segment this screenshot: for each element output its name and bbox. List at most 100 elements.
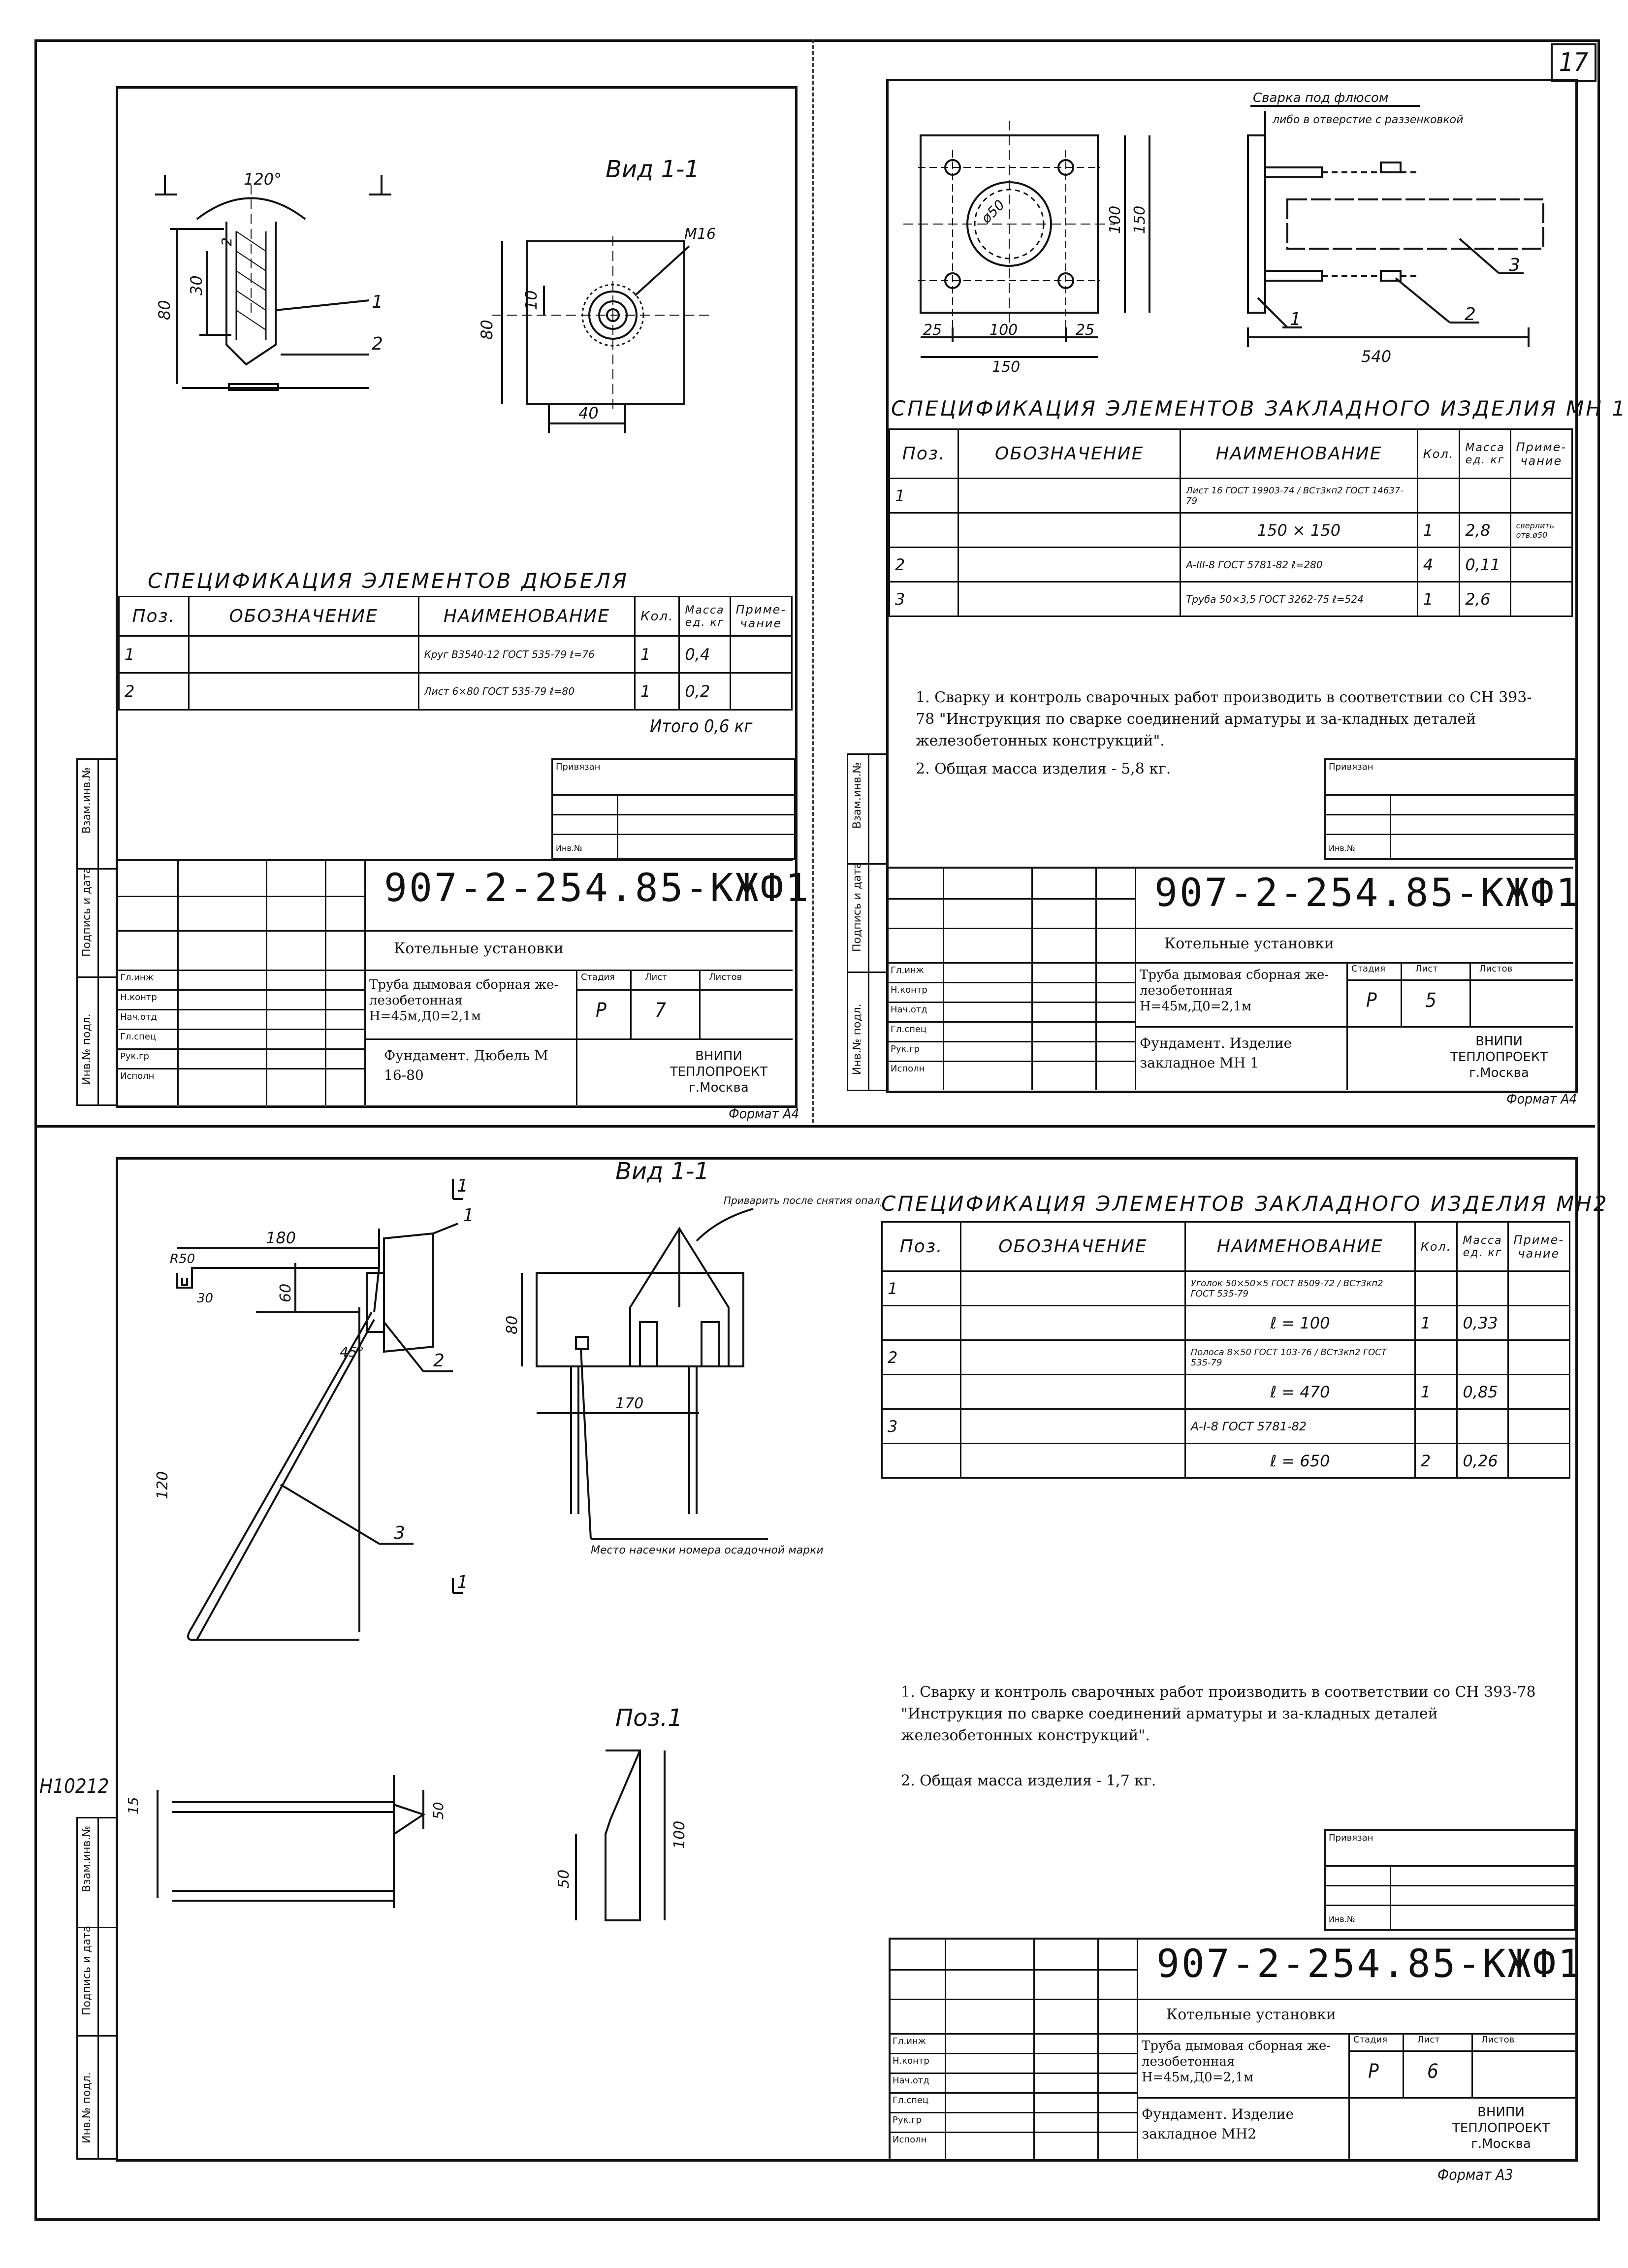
staff-role: Гл.спец	[891, 1024, 927, 1035]
project-name: Котельные установки	[394, 940, 564, 957]
cell-qty	[1414, 1339, 1458, 1375]
margin-label: Инв.№ подл.	[81, 2072, 93, 2143]
sheet-label: Лист	[645, 972, 668, 982]
cell-pos: 1	[118, 635, 190, 674]
cell-qty: 1	[1414, 1305, 1458, 1341]
margin-label: Инв.№ подл.	[81, 1013, 93, 1085]
sheet-b-drawing: Сварка под флюсом либо в отверстие с раз…	[903, 91, 1544, 376]
cell-mass: 2,8	[1459, 512, 1511, 548]
table-row: 1 Уголок 50×50×5 ГОСТ 8509-72 / ВСт3кп2 …	[881, 1270, 1571, 1306]
dim-label: 2	[433, 1351, 445, 1371]
dim-label: 45°	[340, 1344, 364, 1360]
inv-label: Инв.№	[1329, 843, 1355, 853]
dim-label: 40	[578, 404, 599, 422]
col-header: Кол.	[634, 596, 680, 637]
margin-label: Взам.инв.№	[81, 767, 93, 834]
sheet-b-margin: Взам.инв.№ Подпись и дата Инв.№ подл.	[847, 753, 888, 1091]
cell-name: Полоса 8×50 ГОСТ 103-76 / ВСт3кп2 ГОСТ 5…	[1184, 1339, 1416, 1375]
title-block: Гл.инж Н.контр Нач.отд Гл.спец Рук.гр Ис…	[889, 1938, 1581, 2159]
title-desc: Труба дымовая сборная же-лезобетонная Н=…	[369, 977, 559, 1024]
sheet-a-drawing: Вид 1-1 120° 80 30 2 1 2 М16 80 10 40	[155, 156, 716, 433]
title-desc: Фундамент. Изделие закладное МН 1	[1140, 1035, 1292, 1071]
weld-note: либо в отверстие с раззенковкой	[1272, 114, 1463, 126]
dim-label: 80	[155, 300, 174, 320]
staff-role: Н.контр	[120, 992, 157, 1003]
cell-mass	[1456, 1408, 1509, 1444]
margin-label: Подпись и дата	[851, 862, 863, 952]
dim-label: 1	[463, 1205, 474, 1226]
spec-title: СПЕЦИФИКАЦИЯ ЭЛЕМЕНТОВ ДЮБЕЛЯ	[148, 569, 629, 593]
cell-mass: 2,6	[1459, 581, 1511, 617]
binding-box: Привязан Инв.№	[551, 758, 796, 860]
title-desc: Фундамент. Изделие закладное МН2	[1142, 2106, 1294, 2142]
title-desc: Труба дымовая сборная же-лезобетонная Н=…	[1142, 2039, 1331, 2085]
cell-qty: 1	[1414, 1374, 1458, 1410]
stage-value: Р	[1366, 989, 1377, 1012]
cell-qty	[1414, 1408, 1458, 1444]
cell-pos	[881, 1443, 962, 1479]
page-frame	[34, 39, 1600, 2221]
table-row: 2 А-III-8 ГОСТ 5781-82 ℓ=280 4 0,11	[888, 547, 1573, 583]
dim-label: 170	[615, 1395, 643, 1412]
cell-qty: 1	[1416, 512, 1461, 548]
drawing-code: 907-2-254.85-КЖФ1	[1154, 871, 1581, 915]
dim-label: 2	[372, 334, 383, 354]
page-divider-vertical	[812, 39, 814, 1123]
dim-label: 1	[1290, 309, 1301, 329]
staff-role: Исполн	[893, 2135, 927, 2145]
col-header: Кол.	[1414, 1221, 1458, 1272]
cell-name: 150 × 150	[1180, 512, 1418, 548]
cell-pos	[888, 512, 959, 548]
cell-name: Труба 50×3,5 ГОСТ 3262-75 ℓ=524	[1180, 581, 1418, 617]
note-2: 2. Общая масса изделия - 1,7 кг.	[901, 1772, 1156, 1789]
page-divider-horizontal	[34, 1125, 1595, 1128]
stage-value: Р	[1368, 2060, 1379, 2083]
col-header: Кол.	[1416, 428, 1461, 479]
format-label: Формат А4	[1506, 1091, 1577, 1107]
col-header: Масса ед. кг	[1459, 428, 1511, 479]
format-label: Формат А4	[729, 1105, 799, 1122]
weld-note: Сварка под флюсом	[1253, 91, 1389, 105]
dim-label: 150	[1131, 206, 1149, 234]
sheet-c-frame	[116, 1157, 1578, 2162]
table-row: ℓ = 470 1 0,85	[881, 1374, 1571, 1410]
table-row: 3 Труба 50×3,5 ГОСТ 3262-75 ℓ=524 1 2,6	[888, 581, 1573, 617]
staff-role: Рук.гр	[891, 1044, 920, 1054]
view-title: Вид 1-1	[615, 1160, 709, 1185]
col-header: Приме-чание	[1507, 1221, 1571, 1272]
dim-label: 2	[219, 237, 235, 246]
dim-label: 10	[522, 290, 541, 310]
sheet-value: 6	[1427, 2060, 1438, 2083]
title-block: Гл.инж Н.контр Нач.отд Гл.спец Рук.гр Ис…	[118, 859, 808, 1105]
margin-label: Взам.инв.№	[851, 762, 863, 829]
binding-label: Привязан	[1329, 1833, 1373, 1843]
cell-name: Круг В3540-12 ГОСТ 535-79 ℓ=76	[417, 635, 636, 674]
cell-pos: 2	[881, 1339, 962, 1375]
sheet-value: 7	[655, 999, 666, 1022]
cell-qty: 1	[634, 672, 680, 711]
spec-table: Поз. ОБОЗНАЧЕНИЕ НАИМЕНОВАНИЕ Кол. Масса…	[881, 1221, 1571, 1479]
sheets-label: Листов	[1479, 964, 1513, 974]
binding-label: Привязан	[556, 762, 601, 772]
sheet-value: 5	[1425, 989, 1436, 1012]
dim-label: 25	[923, 322, 942, 339]
stage-value: Р	[596, 999, 607, 1022]
col-header: ОБОЗНАЧЕНИЕ	[960, 1221, 1186, 1272]
cell-qty: 4	[1416, 547, 1461, 583]
total-mass: Итого 0,6 кг	[650, 716, 753, 737]
dim-label: 100	[671, 1821, 688, 1849]
dim-label: 1	[457, 1572, 468, 1592]
table-row: ℓ = 100 1 0,33	[881, 1305, 1571, 1341]
dim-label: 100	[1107, 206, 1124, 234]
spec-table: Поз. ОБОЗНАЧЕНИЕ НАИМЕНОВАНИЕ Кол. Масса…	[118, 596, 793, 711]
dim-label: 180	[266, 1229, 296, 1247]
cell-pos: 3	[881, 1408, 962, 1444]
project-name: Котельные установки	[1166, 2006, 1336, 2023]
col-header: НАИМЕНОВАНИЕ	[1180, 428, 1418, 479]
dim-label: 1	[372, 292, 383, 312]
view-title: Вид 1-1	[606, 156, 700, 183]
table-row: 2 Лист 6×80 ГОСТ 535-79 ℓ=80 1 0,2	[118, 672, 793, 711]
margin-label: Подпись и дата	[81, 867, 93, 957]
dim-label: 80	[478, 320, 496, 340]
drawing-code: 907-2-254.85-КЖФ1	[1156, 1942, 1583, 1986]
